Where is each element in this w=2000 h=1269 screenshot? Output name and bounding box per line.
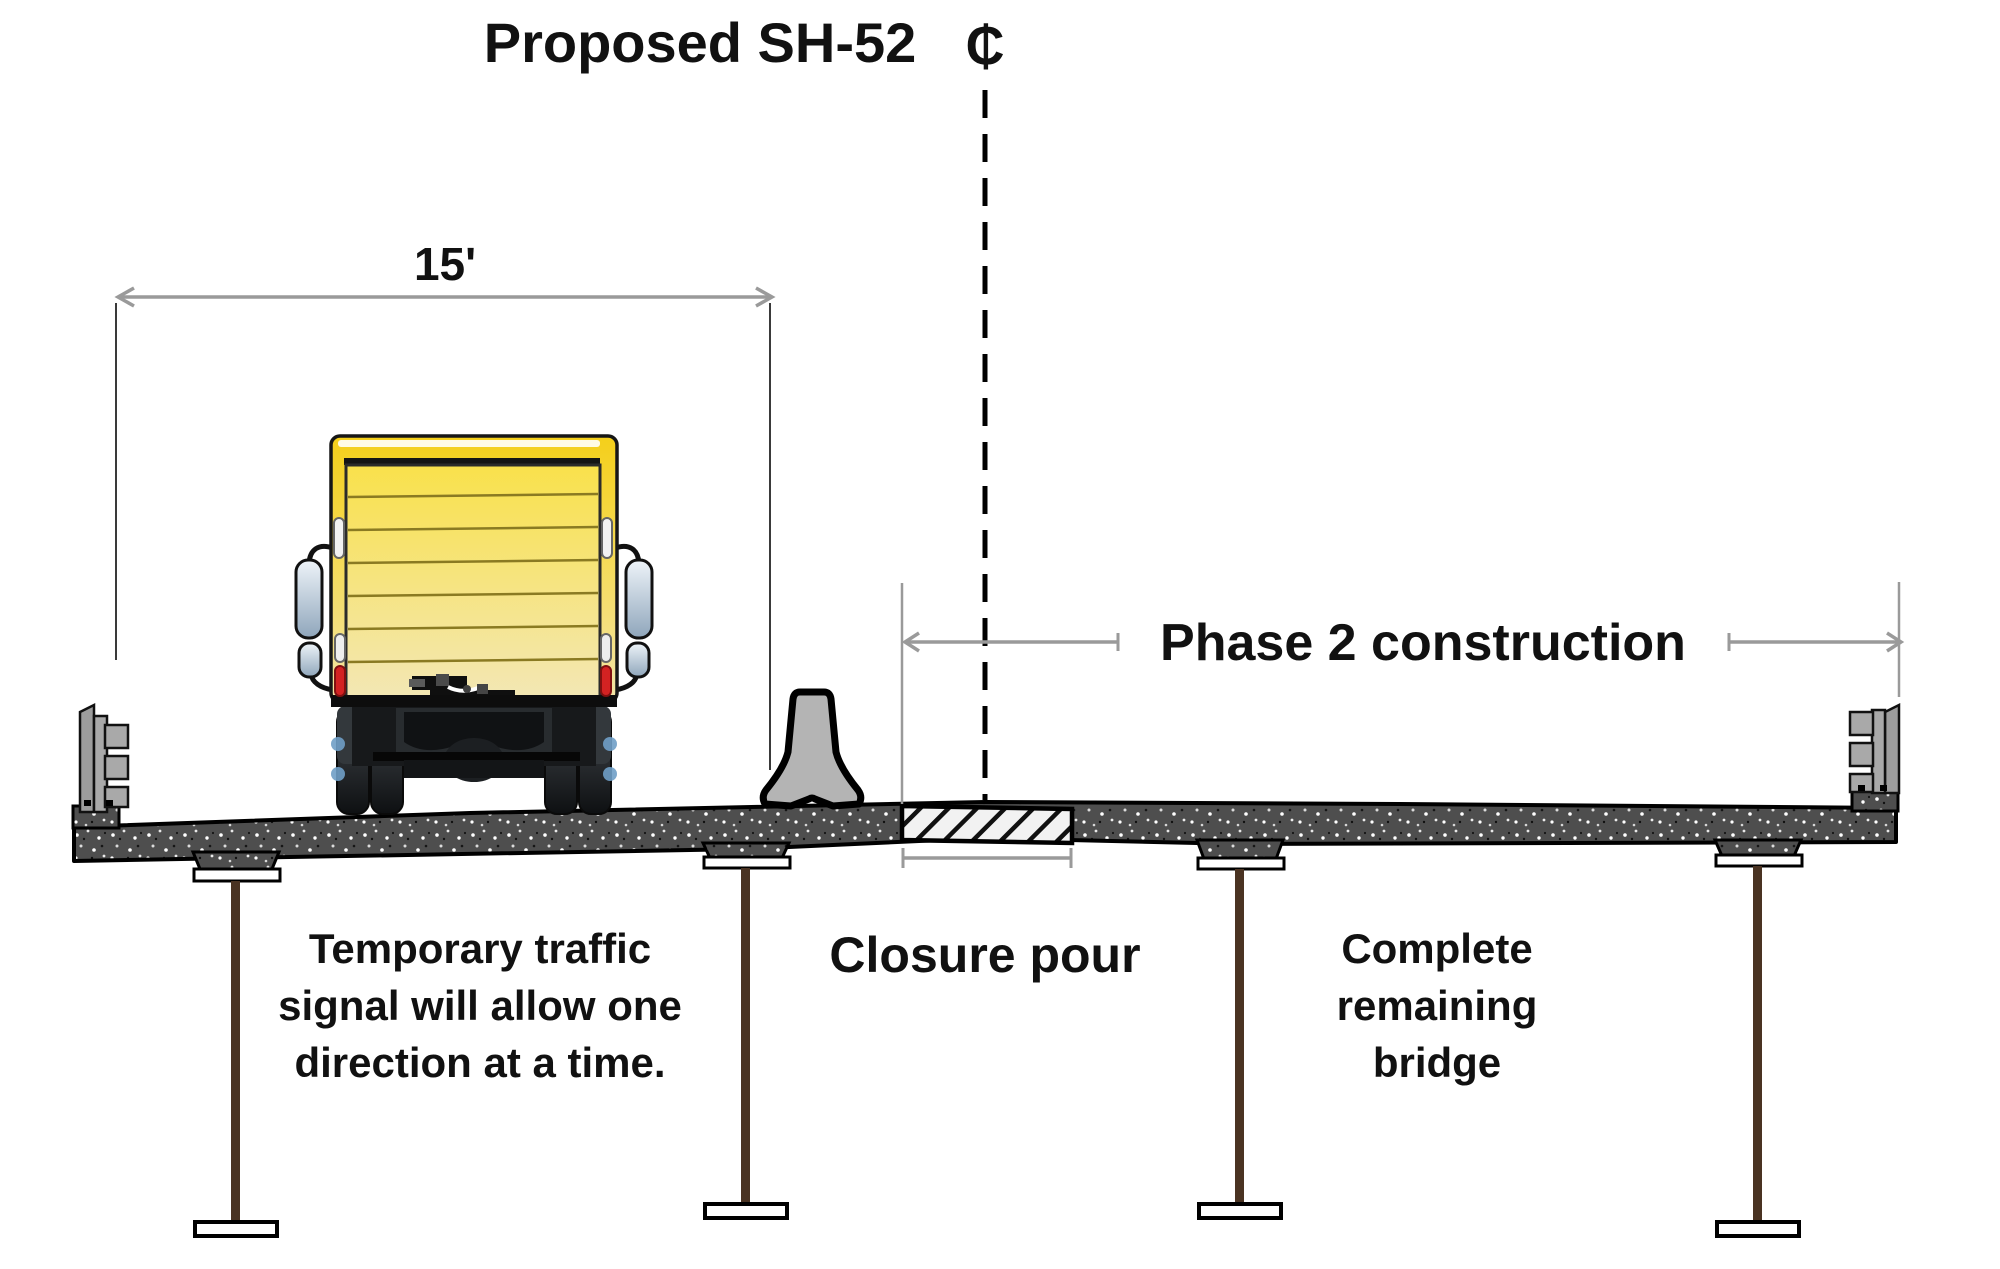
girder-web-3 xyxy=(1235,869,1244,1205)
closure-pour-label: Closure pour xyxy=(829,927,1140,983)
bottom-flange-4 xyxy=(1715,1220,1801,1238)
dimension-closure-pour xyxy=(901,848,1073,868)
page-title: Proposed SH-52 xyxy=(484,11,917,74)
left-rail-back-plate xyxy=(78,702,96,814)
bottom-flange-2 xyxy=(703,1202,789,1220)
right-rail-block-3 xyxy=(1848,772,1875,794)
top-flange-2 xyxy=(702,855,792,870)
girder-web-2 xyxy=(741,868,750,1205)
centerline-symbol: ₵ xyxy=(966,16,1005,76)
top-flange-4 xyxy=(1714,853,1804,868)
girder-webs xyxy=(231,866,1762,1223)
right-mirror xyxy=(614,543,654,693)
dimension-15ft xyxy=(114,286,776,770)
left-rail-block-1 xyxy=(103,723,130,750)
left-mirror xyxy=(294,543,334,693)
girder-bottom-flanges xyxy=(193,1202,1801,1238)
svg-text:Temporary traffic: Temporary traffic xyxy=(309,925,651,972)
right-taillight xyxy=(600,665,612,697)
top-flange-1 xyxy=(192,867,282,883)
right-guardrail xyxy=(1848,702,1901,813)
left-note: Temporary traffic signal will allow one … xyxy=(278,925,682,1086)
haunch-girder-1 xyxy=(190,850,282,871)
truck-marker-lights xyxy=(333,517,613,697)
right-note: Complete remaining bridge xyxy=(1337,925,1538,1086)
phase2-label: Phase 2 construction xyxy=(1160,614,1686,672)
truck xyxy=(294,434,654,815)
dimension-phase2 xyxy=(900,582,1905,804)
girder-web-1 xyxy=(231,881,240,1223)
right-rail-block-2 xyxy=(1848,741,1875,768)
svg-text:direction at a time.: direction at a time. xyxy=(294,1039,665,1086)
haunch-girder-3 xyxy=(1194,838,1286,861)
truck-door-slats xyxy=(347,492,599,664)
truck-undercarriage xyxy=(352,704,596,782)
jersey-barrier xyxy=(759,688,865,810)
left-rail-block-2 xyxy=(103,754,130,781)
left-guardrail xyxy=(71,702,130,830)
left-taillight xyxy=(334,665,346,697)
svg-text:signal will allow one: signal will allow one xyxy=(278,982,682,1029)
bottom-flange-3 xyxy=(1197,1202,1283,1220)
dim-15ft-label: 15' xyxy=(414,238,476,290)
right-rail-block-1 xyxy=(1848,710,1875,737)
svg-text:bridge: bridge xyxy=(1373,1039,1501,1086)
bottom-flange-1 xyxy=(193,1220,279,1238)
closure-pour-section xyxy=(899,803,1075,846)
girder-web-4 xyxy=(1753,866,1762,1223)
svg-text:remaining: remaining xyxy=(1337,982,1538,1029)
top-flange-3 xyxy=(1196,856,1286,871)
svg-text:Complete: Complete xyxy=(1341,925,1532,972)
right-rail-back-plate xyxy=(1883,702,1901,795)
